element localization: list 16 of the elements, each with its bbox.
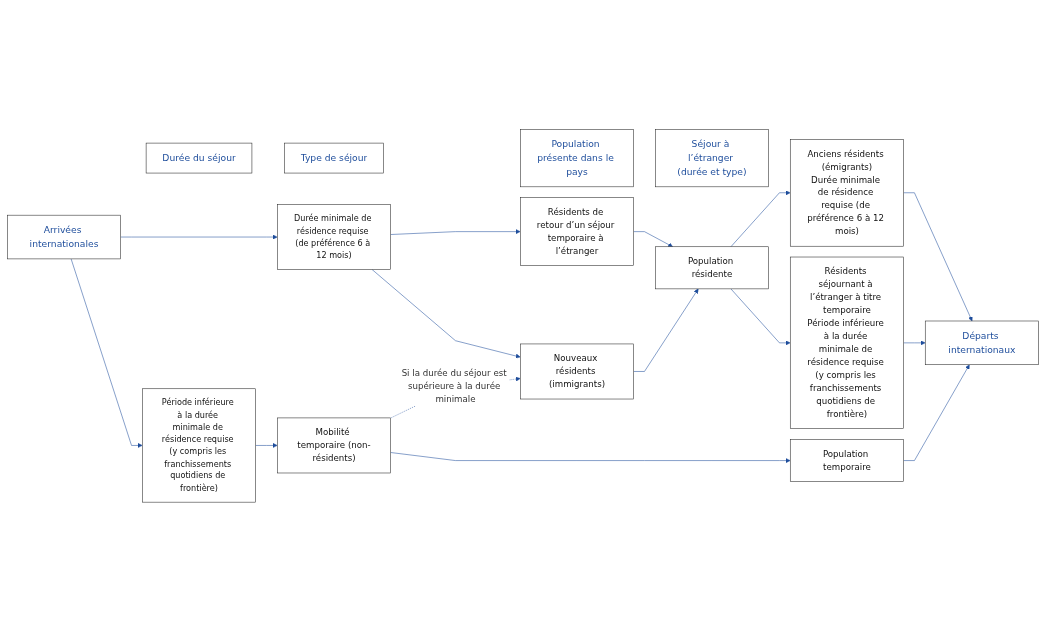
node-box: Anciens résidents (émigrants) Durée minimale de résidence requise (de préférence 6 à 12 mois) [789, 138, 904, 247]
node-box: Durée minimale de résidence requise (de préférence 6 à 12 mois) [276, 204, 391, 270]
node-box: Type de séjour [283, 142, 384, 174]
node-box: Période inférieure à la durée minimale de résidence requise (y compris les franchissements quotidiens de frontière) [141, 388, 256, 503]
node-box: Population temporaire [789, 439, 904, 482]
node-box: Population présente dans le pays [519, 128, 634, 187]
node-box: Mobilité temporaire (non-résidents) [276, 417, 391, 474]
node-box: Durée du séjour [145, 142, 252, 174]
node-box: Départs internationaux [924, 320, 1039, 365]
node-box: Nouveaux résidents (immigrants) [519, 343, 634, 400]
edge-label: Si la durée du séjour est supérieure à la durée minimale [401, 368, 507, 405]
node-box: Résidents séjournant à l’étranger à titre temporaire Période inférieure à la durée minimale de résidence requise (y compris les franchissements quotidiens de frontière) [789, 256, 904, 429]
node-box: Résidents de retour d’un séjour temporaire à l’étranger [519, 197, 634, 266]
node-box: Arrivées internationales [6, 214, 121, 259]
node-box: Population résidente [654, 246, 769, 289]
node-box: Séjour à l’étranger (durée et type) [654, 128, 769, 187]
